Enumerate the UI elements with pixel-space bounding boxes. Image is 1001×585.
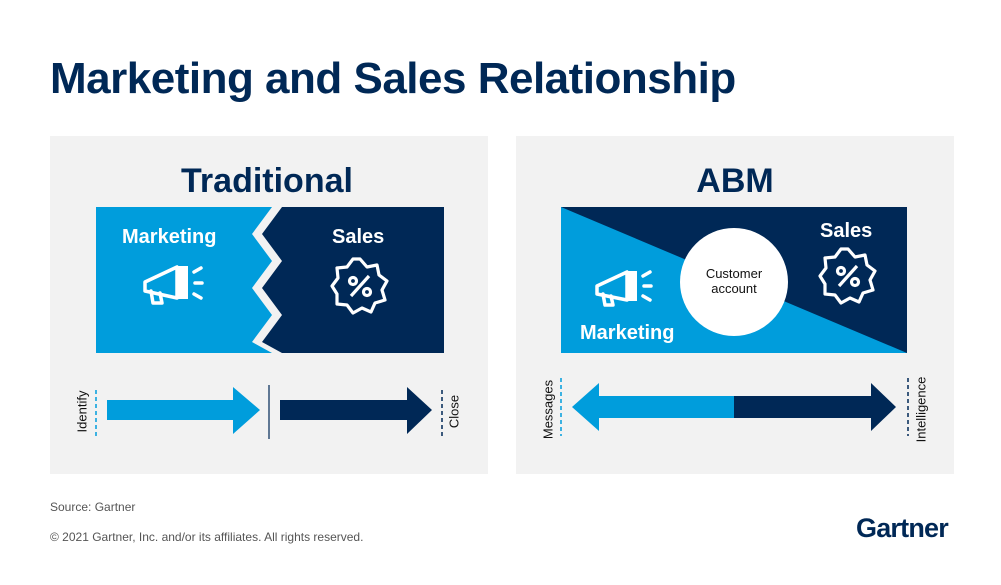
- source-note: Source: Gartner: [50, 500, 136, 514]
- traditional-sales-block: [262, 207, 444, 353]
- customer-account-circle: [680, 228, 788, 336]
- messages-arrow: [572, 383, 734, 431]
- page-title: Marketing and Sales Relationship: [50, 54, 736, 103]
- sales-arrow: [280, 387, 432, 434]
- traditional-marketing-label: Marketing: [122, 226, 217, 248]
- marketing-arrow: [107, 387, 260, 434]
- intelligence-arrow: [734, 383, 896, 431]
- percent-badge-icon: [818, 247, 877, 305]
- traditional-panel: Traditional Marketing Sales Identify Clo…: [50, 136, 488, 474]
- copyright-note: © 2021 Gartner, Inc. and/or its affiliat…: [50, 530, 364, 544]
- abm-diagram: [560, 207, 909, 436]
- abm-sales-label: Sales: [820, 220, 873, 242]
- traditional-heading: Traditional: [181, 162, 353, 200]
- abm-marketing-label: Marketing: [580, 322, 675, 344]
- traditional-diagram: [95, 207, 444, 439]
- intelligence-label: Intelligence: [913, 376, 929, 443]
- megaphone-icon: [595, 270, 653, 307]
- close-label: Close: [446, 394, 462, 429]
- messages-label: Messages: [540, 379, 556, 440]
- megaphone-icon: [143, 265, 204, 305]
- abm-panel: ABM Sales Marketing Customer account Mes…: [516, 136, 954, 474]
- abm-heading: ABM: [696, 162, 774, 200]
- customer-account-label: Customer account: [705, 266, 763, 296]
- traditional-sales-label: Sales: [332, 226, 385, 248]
- percent-badge-icon: [330, 257, 389, 315]
- gartner-logo: Gartner: [856, 513, 949, 543]
- identify-label: Identify: [74, 390, 90, 433]
